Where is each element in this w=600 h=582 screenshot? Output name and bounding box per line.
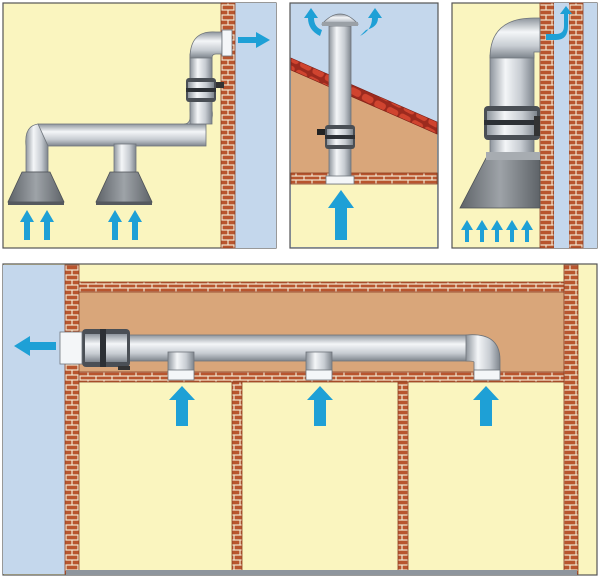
ceiling-grille-icon <box>473 369 501 381</box>
ceiling-grille-icon <box>325 175 355 185</box>
panel-single-hood <box>451 2 598 249</box>
brick-partition <box>231 381 243 575</box>
panel-ceiling-duct <box>2 263 598 576</box>
ceiling-grille-icon <box>305 369 333 381</box>
outside-area <box>235 3 276 248</box>
brick-partition <box>397 381 409 575</box>
inline-duct-fan-icon <box>317 125 355 149</box>
brick-ceiling <box>290 172 438 185</box>
flow-arrow-icon <box>14 336 499 426</box>
inline-duct-fan-icon <box>186 78 224 102</box>
wall-grille-icon <box>59 331 83 365</box>
ceiling-grille-icon <box>167 369 195 381</box>
flow-arrow-icon <box>20 32 270 240</box>
roof-tiles <box>290 57 438 135</box>
duct-system-1 <box>25 29 233 175</box>
wall-grille-icon <box>221 29 233 57</box>
panel-two-hoods-wall <box>2 2 277 249</box>
brick-wall <box>220 2 236 249</box>
roof-stack-duct <box>328 25 352 185</box>
inline-duct-fan-icon <box>484 106 540 140</box>
outside-area <box>3 265 65 574</box>
inline-duct-fan-icon <box>82 329 130 370</box>
brick-wall <box>64 264 80 575</box>
flow-arrow-icon <box>304 8 382 240</box>
flow-arrow-icon <box>461 6 572 242</box>
panel-roof-stack <box>289 2 439 249</box>
